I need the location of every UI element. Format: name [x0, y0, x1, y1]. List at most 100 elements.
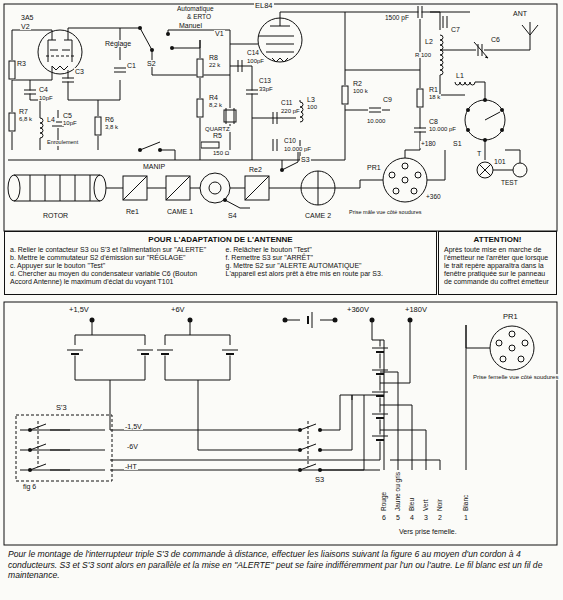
- part-label: 10.000: [366, 118, 386, 124]
- rotor-cam-mechanism: [8, 150, 383, 208]
- part-label: 100: [306, 104, 318, 110]
- part-label: C13: [258, 78, 272, 85]
- part-label: L3: [306, 96, 316, 103]
- part-label: 6,8 k: [18, 116, 33, 122]
- part-label: 8,2 k: [208, 102, 223, 108]
- part-label: R1: [428, 86, 439, 93]
- plug-pr1-male: [383, 150, 445, 202]
- part-label: Noir: [437, 498, 444, 512]
- part-label: R7: [18, 108, 29, 115]
- part-label: Prise mâle vue côté soudures: [348, 210, 422, 216]
- part-label: C7: [450, 26, 461, 33]
- part-label: C4: [38, 86, 49, 93]
- plate-circuit: [342, 5, 539, 160]
- tube-v1-el84: [230, 12, 380, 62]
- part-label: 6: [381, 514, 387, 521]
- part-label: 3A5: [20, 14, 34, 21]
- part-label: C14: [246, 50, 260, 57]
- part-label: 33pF: [258, 86, 274, 92]
- note-box: ATTENTION! Après toute mise en marche de …: [438, 231, 557, 295]
- part-label: 4: [409, 514, 415, 521]
- selector-s1: [465, 98, 527, 178]
- part-label: C9: [382, 96, 393, 103]
- part-label: C3: [74, 68, 85, 75]
- remote-switch-s3-prime: [16, 415, 112, 481]
- part-label: C8: [428, 118, 439, 125]
- socket-pr1-female: [466, 325, 534, 370]
- part-label: R8: [208, 54, 219, 61]
- part-label: C6: [490, 36, 501, 43]
- top-frame: [4, 4, 557, 231]
- part-label: 10pF: [62, 120, 78, 126]
- part-label: Jaune ou gris: [395, 471, 402, 512]
- part-label: S3: [314, 476, 325, 484]
- note-line: a. Relier le contacteur S3 ou S'3 et l'a…: [10, 246, 216, 254]
- part-label: PR1: [366, 164, 382, 171]
- part-label: L2: [424, 38, 434, 45]
- part-label: Vert: [423, 498, 430, 512]
- note-body: Après toute mise en marche de l'émetteur…: [444, 246, 551, 286]
- part-label: +1,5V: [68, 306, 90, 314]
- part-label: 5: [395, 514, 401, 521]
- switch-s2: [138, 26, 230, 52]
- part-label: Re2: [248, 166, 263, 173]
- note-line: g. Mettre S2 sur "ALERTE AUTOMATIQUE": [226, 262, 432, 270]
- part-label: C11: [280, 100, 293, 107]
- part-label: Réglage: [104, 40, 132, 47]
- part-label: Prise femelle vue côté soudures: [472, 374, 560, 380]
- part-label: R2: [352, 80, 363, 87]
- part-label: +360V: [346, 306, 370, 314]
- note-line: d. Chercher au moyen du condensateur var…: [10, 270, 216, 286]
- part-label: 220 pF: [280, 108, 301, 114]
- part-label: Blanc: [463, 494, 470, 512]
- part-label: 18 k: [428, 94, 441, 100]
- note-heading: ATTENTION!: [444, 235, 551, 244]
- part-label: C5: [62, 112, 73, 119]
- part-label: MANIP: [142, 163, 166, 170]
- bottom-frame: [4, 302, 557, 545]
- part-label: 3,8 k: [104, 124, 119, 130]
- part-label: 10pF: [38, 95, 54, 101]
- figure-caption: Pour le montage de l'interrupteur triple…: [8, 549, 555, 581]
- part-label: L1: [455, 72, 465, 79]
- part-label: R6: [104, 116, 115, 123]
- part-label: +180: [420, 141, 437, 148]
- part-label: 22 k: [208, 62, 221, 68]
- part-label: S3: [300, 156, 311, 163]
- note-line: Après toute mise en marche de l'émetteur…: [444, 246, 551, 286]
- switch-s3: [298, 325, 466, 472]
- part-label: -6V: [126, 443, 139, 450]
- part-label: C10: [283, 138, 297, 145]
- part-label: EL84: [254, 2, 274, 10]
- part-label: ROTOR: [42, 212, 69, 219]
- note-line: e. Relâcher le bouton "Test": [226, 246, 432, 254]
- part-label: Manuel: [178, 22, 203, 29]
- battery-wiring: [20, 311, 413, 470]
- part-label: 10.000 pF: [428, 126, 457, 132]
- note-line: c. Appuyer sur le bouton "Test": [10, 262, 216, 270]
- part-label: S4: [227, 212, 238, 219]
- note-body: a. Relier le contacteur S3 ou S'3 et l'a…: [10, 246, 431, 286]
- part-label: -1,5V: [124, 423, 143, 430]
- part-label: ANT: [512, 10, 528, 17]
- part-label: T: [476, 150, 482, 157]
- part-label: CAME 1: [166, 208, 194, 215]
- v1-grid-circuit: [8, 40, 345, 160]
- part-label: TEST: [500, 180, 519, 187]
- note-line: f. Remettre S3 sur "ARRÊT": [226, 254, 432, 262]
- part-label: L4: [46, 116, 56, 123]
- part-label: S2: [146, 60, 157, 67]
- part-label: Enroulement: [46, 140, 79, 146]
- part-label: R 100: [414, 52, 432, 58]
- part-label: Vers prise femelle.: [398, 528, 458, 535]
- part-label: Bleu: [409, 497, 416, 512]
- part-label: +6V: [170, 306, 186, 314]
- part-label: & ERTO: [186, 14, 212, 21]
- part-label: S'3: [55, 404, 68, 412]
- manip-key: [138, 142, 175, 160]
- oscillator-wiring: [9, 28, 201, 150]
- part-label: PR1: [502, 313, 519, 321]
- note-line: b. Mettre le commutateur S2 d'émission s…: [10, 254, 216, 262]
